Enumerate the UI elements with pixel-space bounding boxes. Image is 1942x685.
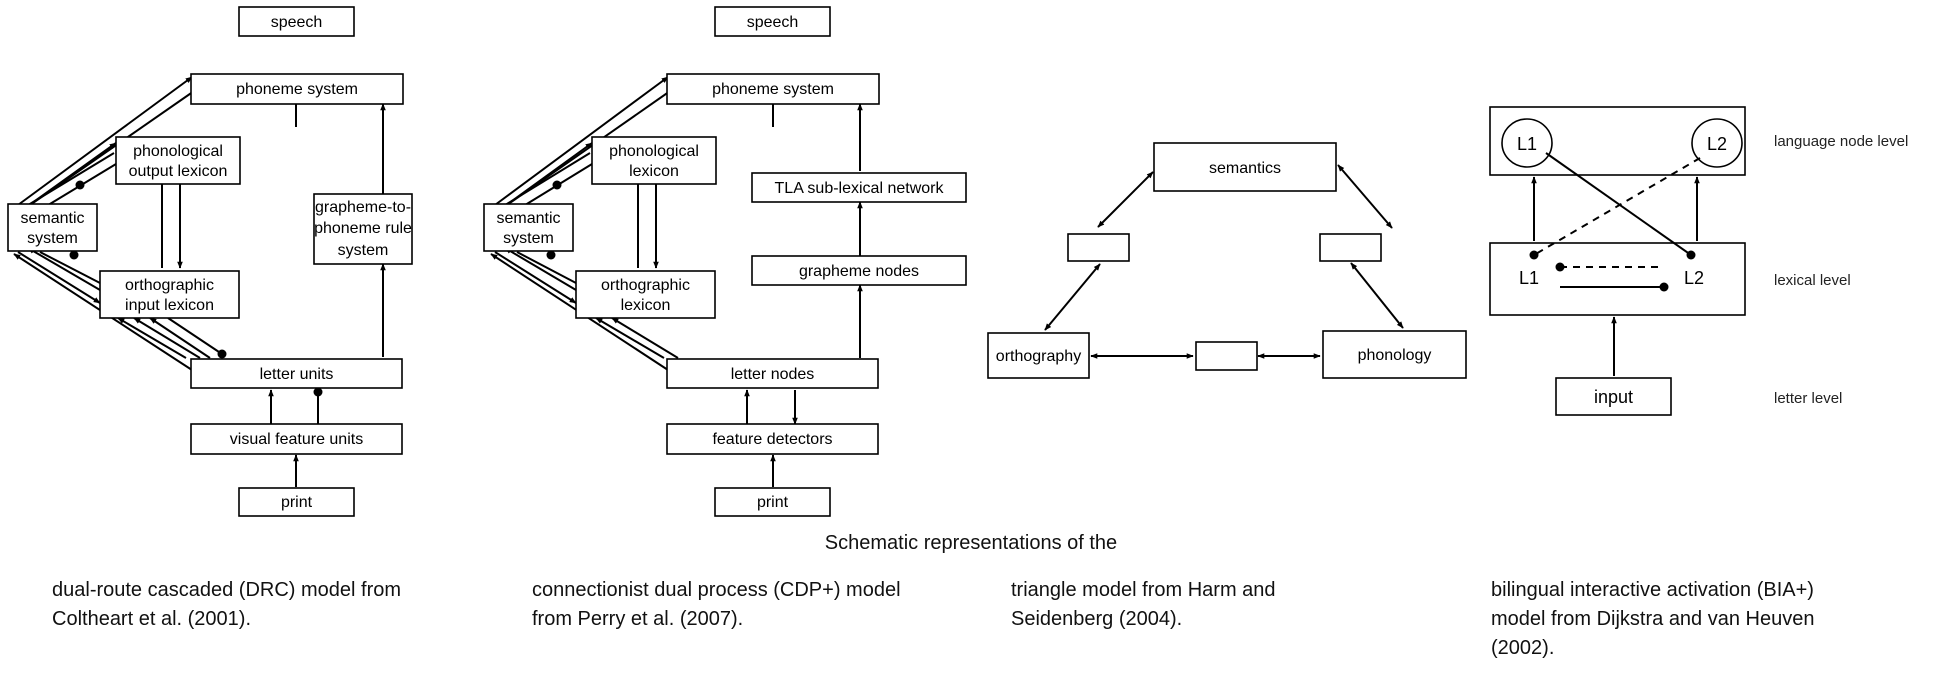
cdp-tla-label: TLA sub-lexical network: [775, 180, 945, 197]
cdp-feature-box: [666, 423, 879, 455]
drc-oil-label-1: orthographic: [125, 277, 214, 294]
triangle-hidden-orth-phon-box: [1195, 341, 1258, 371]
drc-model: speech phoneme system phonological outpu…: [7, 6, 413, 517]
cdp-tla-box: [751, 172, 967, 203]
drc-pol-label-2: output lexicon: [129, 163, 228, 180]
triangle-phonology-box: [1322, 330, 1467, 379]
cdp-feature-label: feature detectors: [712, 431, 832, 448]
cdp-speech-box: [714, 6, 831, 37]
drc-speech-label: speech: [271, 14, 323, 31]
drc-semantic-label-1: semantic: [20, 210, 84, 227]
cdp-semantic-box: [483, 203, 574, 252]
cdp-pl-label-1: phonological: [609, 143, 699, 160]
bia-l2-node-label: L2: [1707, 134, 1727, 154]
cdp-semantic-label-1: semantic: [496, 210, 560, 227]
triangle-model: semantics orthography phonology: [987, 142, 1467, 379]
drc-phoneme-label: phoneme system: [236, 81, 358, 98]
drc-semantic-box: [7, 203, 98, 252]
cdp-speech-label: speech: [747, 14, 799, 31]
drc-semantic-label-2: system: [27, 230, 78, 247]
bia-l2-node: [1691, 118, 1743, 168]
drc-caption: dual-route cascaded (DRC) model from Col…: [52, 579, 402, 630]
cdp-ol-label-2: lexicon: [621, 297, 671, 314]
bia-caption: bilingual interactive activation (BIA+) …: [1491, 579, 1815, 659]
drc-letter-label: letter units: [260, 366, 334, 383]
bia-model: L1 L2 L1 L2 input language node level le…: [1489, 106, 1908, 416]
drc-print-box: [238, 487, 355, 517]
cdp-print-box: [714, 487, 831, 517]
triangle-orthography-box: [987, 332, 1090, 379]
cdp-grapheme-box: [751, 255, 967, 286]
drc-gpc-label-3: system: [338, 242, 389, 259]
cdp-pl-label-2: lexicon: [629, 163, 679, 180]
bia-l1-node: [1501, 118, 1553, 168]
drc-gpc-label-2: phoneme rule: [314, 220, 412, 237]
cdp-phoneme-label: phoneme system: [712, 81, 834, 98]
drc-oil-box: [99, 270, 240, 319]
bia-input-box: [1555, 377, 1672, 416]
drc-feature-box: [190, 423, 403, 455]
drc-gpc-label-1: grapheme-to-: [315, 199, 411, 216]
figure-caption: Schematic representations of the: [824, 532, 1118, 554]
cdp-letter-box: [666, 358, 879, 389]
drc-speech-box: [238, 6, 355, 37]
triangle-phonology-label: phonology: [1358, 347, 1432, 364]
cdp-ol-label-1: orthographic: [601, 277, 690, 294]
cdp-caption: connectionist dual process (CDP+) model …: [532, 579, 901, 630]
drc-gpc-box: [313, 193, 413, 265]
drc-pol-box: [115, 136, 241, 185]
drc-phoneme-box: [190, 73, 404, 105]
cdp-pl-box: [591, 136, 717, 185]
cdp-semantic-label-2: system: [503, 230, 554, 247]
drc-print-label: print: [281, 494, 313, 511]
cdp-print-label: print: [757, 494, 789, 511]
drc-feature-label: visual feature units: [230, 431, 363, 448]
triangle-hidden-sem-phon-box: [1319, 233, 1382, 262]
triangle-hidden-sem-orth-box: [1067, 233, 1130, 262]
drc-letter-box: [190, 358, 403, 389]
triangle-caption: triangle model from Harm and Seidenberg …: [1011, 579, 1276, 630]
triangle-semantics-box: [1153, 142, 1337, 192]
bia-level-letter-label: letter level: [1774, 390, 1842, 407]
bia-input-label: input: [1594, 387, 1633, 407]
triangle-semantics-label: semantics: [1209, 160, 1281, 177]
bia-level-language-label: language node level: [1774, 133, 1908, 150]
drc-pol-label-1: phonological: [133, 143, 223, 160]
cdp-model: speech phoneme system phonological lexic…: [483, 6, 967, 517]
cdp-ol-box: [575, 270, 716, 319]
bia-lexical-l1-label: L1: [1519, 268, 1539, 288]
cdp-grapheme-label: grapheme nodes: [799, 263, 919, 280]
triangle-orthography-label: orthography: [996, 348, 1081, 365]
bia-level-lexical-label: lexical level: [1774, 272, 1851, 289]
bia-lexical-l2-label: L2: [1684, 268, 1704, 288]
bia-l1-node-label: L1: [1517, 134, 1537, 154]
cdp-phoneme-box: [666, 73, 880, 105]
cdp-letter-label: letter nodes: [731, 366, 815, 383]
drc-oil-label-2: input lexicon: [125, 297, 214, 314]
